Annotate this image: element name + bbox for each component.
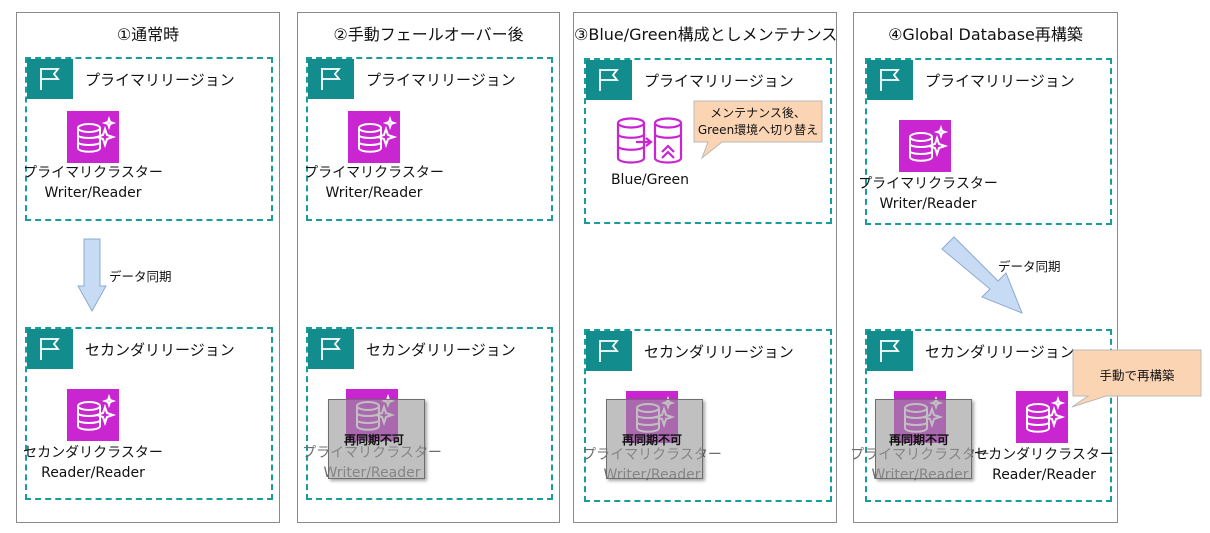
- secondary-region: セカンダリリージョン セカンダリクラスター Reader/Reader: [23, 327, 273, 500]
- cluster-name: プライマリクラスター: [23, 165, 163, 181]
- region-flag-icon: [308, 329, 354, 369]
- callout-line-1: メンテナンス後、: [710, 106, 806, 120]
- region-label: プライマリリージョン: [644, 72, 794, 90]
- region-flag-icon: [586, 331, 632, 371]
- panel-bluegreen: ③Blue/Green構成としメンテナンス プライマリリージョン Blue/Gr…: [573, 12, 837, 523]
- aurora-cluster-icon: [348, 111, 400, 163]
- cluster-name: プライマリクラスター: [304, 165, 444, 181]
- aurora-cluster-icon: [67, 111, 119, 163]
- overlay-label: 再同期不可: [622, 433, 683, 447]
- secondary-region: セカンダリリージョン プライマリクラスター Writer/Reader 再同期不…: [582, 329, 832, 502]
- primary-region: プライマリリージョン プライマリクラスター Writer/Reader: [858, 58, 1112, 225]
- region-label: セカンダリリージョン: [925, 343, 1075, 361]
- region-label: セカンダリリージョン: [644, 343, 794, 361]
- primary-region: プライマリリージョン プライマリクラスター Writer/Reader: [304, 57, 553, 221]
- panel-rebuild: ④Global Database再構築 プライマリリージョン プライマリクラスタ…: [850, 12, 1118, 523]
- cluster-role: Reader/Reader: [41, 465, 145, 481]
- cluster-name: セカンダリクラスター: [974, 447, 1114, 463]
- cluster-name: プライマリクラスター: [858, 176, 998, 192]
- secondary-region: セカンダリリージョン プライマリクラスター Writer/Reader 再同期不…: [302, 327, 553, 500]
- cluster-role: Writer/Reader: [325, 185, 423, 201]
- primary-region: プライマリリージョン Blue/Green: [584, 58, 832, 224]
- region-flag-icon: [27, 329, 73, 369]
- aurora-cluster-icon: [67, 389, 119, 441]
- panel-title: ①通常時: [116, 25, 180, 44]
- panel-title: ②手動フェールオーバー後: [333, 25, 524, 44]
- panel-normal: ①通常時 プライマリリージョン プライマリクラスター Writer/Reader…: [16, 12, 280, 523]
- cluster-name: セカンダリクラスター: [23, 445, 163, 461]
- region-flag-icon: [867, 60, 913, 100]
- unsyncable-overlay: [328, 399, 425, 479]
- blue-green-label: Blue/Green: [610, 172, 690, 188]
- region-flag-icon: [308, 59, 354, 99]
- region-flag-icon: [586, 60, 632, 100]
- aurora-cluster-icon: [899, 120, 951, 172]
- region-label: セカンダリリージョン: [85, 341, 235, 359]
- cluster-role: Writer/Reader: [44, 185, 142, 201]
- region-label: プライマリリージョン: [85, 71, 235, 89]
- panel-title: ④Global Database再構築: [888, 25, 1083, 44]
- sync-arrow-icon: [940, 235, 1024, 315]
- blue-green-deployment-icon: [614, 116, 686, 168]
- cluster-role: Reader/Reader: [992, 467, 1096, 483]
- rebuild-callout: 手動で再構築: [1066, 349, 1203, 409]
- region-label: プライマリリージョン: [925, 72, 1075, 90]
- overlay-label: 再同期不可: [889, 433, 950, 447]
- unsyncable-overlay: [606, 399, 703, 479]
- panel-failover: ②手動フェールオーバー後 プライマリリージョン プライマリクラスター Write…: [297, 12, 560, 523]
- sync-label: データ同期: [998, 259, 1061, 274]
- region-label: セカンダリリージョン: [366, 341, 516, 359]
- panel-title: ③Blue/Green構成としメンテナンス: [574, 25, 838, 44]
- cluster-role: Writer/Reader: [879, 196, 977, 212]
- region-flag-icon: [867, 331, 913, 371]
- region-label: プライマリリージョン: [366, 71, 516, 89]
- unsyncable-overlay: [875, 399, 972, 479]
- sync-arrow-icon: [77, 238, 107, 313]
- secondary-region: セカンダリリージョン プライマリクラスター Writer/Reader 再同期不…: [850, 329, 1114, 502]
- aurora-cluster-icon: [1016, 391, 1068, 443]
- callout-line-2: Green環境へ切り替え: [697, 123, 819, 137]
- callout-text: 手動で再構築: [1099, 368, 1175, 383]
- primary-region: プライマリリージョン プライマリクラスター Writer/Reader: [23, 57, 273, 221]
- maintenance-callout: メンテナンス後、 Green環境へ切り替え: [684, 100, 824, 160]
- region-flag-icon: [27, 59, 73, 99]
- sync-label: データ同期: [109, 269, 172, 284]
- overlay-label: 再同期不可: [344, 433, 405, 447]
